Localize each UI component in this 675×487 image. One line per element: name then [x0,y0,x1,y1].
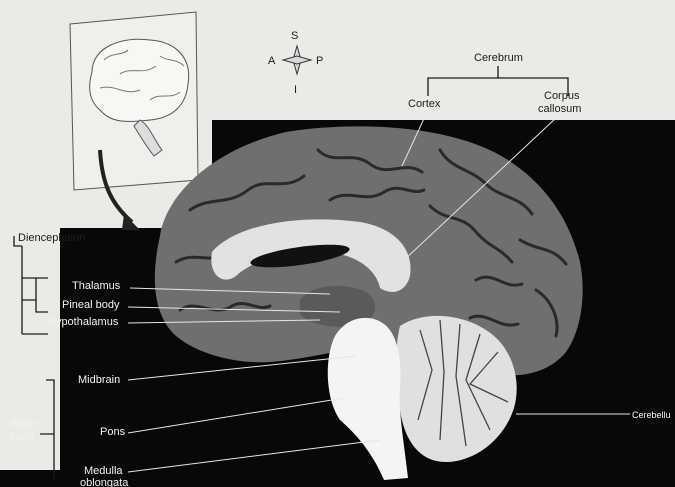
midbrain-label: Midbrain [78,374,120,386]
cerebrum-label: Cerebrum [474,52,523,64]
inset-brain-panel [70,12,198,190]
diencephalon-label: Diencephalon [18,232,85,244]
corpus-callosum-label-line2: callosum [538,103,581,115]
pineal-body-label: Pineal body [62,299,120,311]
brainstem-bracket [40,380,54,480]
thalamus-label: Thalamus [72,280,120,292]
compass-inferior-label: I [294,84,297,96]
brainstem-label-line2: stem [10,431,34,443]
compass-posterior-label: P [316,55,323,67]
corpus-callosum-label-line1: Corpus [544,90,579,102]
cortex-label: Cortex [408,98,440,110]
hypothalamus-label: Hypothalamus [48,316,118,328]
medulla-label-line1: Medulla [84,465,123,477]
compass-anterior-label: A [268,55,275,67]
pons-label: Pons [100,426,125,438]
compass-superior-label: S [291,30,298,42]
compass-rose-icon [283,46,311,74]
brainstem-label-line1: Brain- [10,418,39,430]
cerebellum-label: Cerebellu [632,409,671,421]
medulla-label-line2: oblongata [80,477,128,487]
diencephalon-bracket [14,236,48,334]
